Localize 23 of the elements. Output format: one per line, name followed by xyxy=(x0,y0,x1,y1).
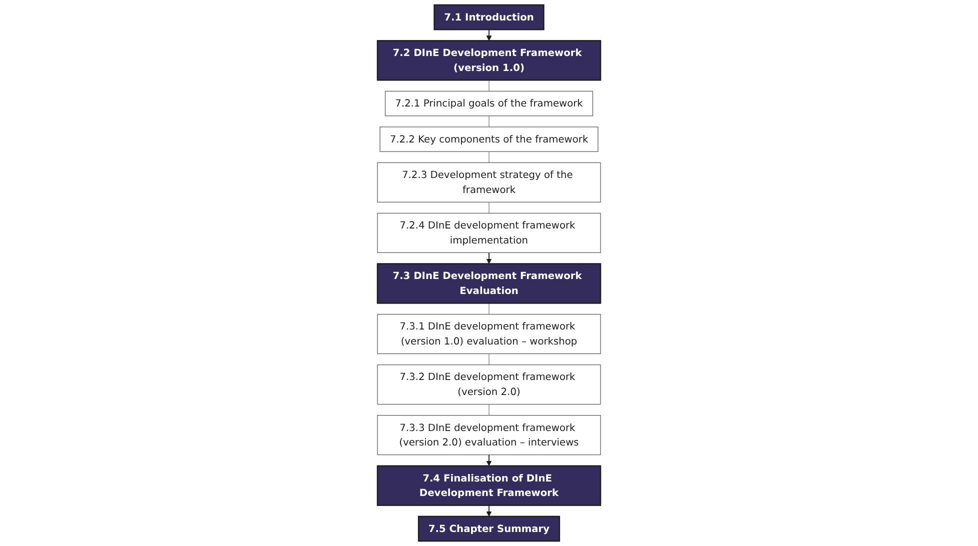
node-box: 7.3 DInE Development Framework Evaluation xyxy=(376,263,602,304)
arrow xyxy=(486,252,492,264)
node-box: 7.1 Introduction xyxy=(434,4,544,30)
node-box: 7.3.3 DInE development framework (version 2.0) evaluation – interviews xyxy=(377,415,601,456)
arrow xyxy=(486,454,492,466)
node-box: 7.3.2 DInE development framework (version 2.0) xyxy=(377,364,601,405)
node-box: 7.2.4 DInE development framework implementation xyxy=(377,212,601,253)
connector xyxy=(488,302,490,315)
connector xyxy=(488,80,490,92)
connector xyxy=(488,202,490,214)
arrow xyxy=(486,504,492,517)
connector xyxy=(488,116,490,128)
node-box: 7.2.3 Development strategy of the framework xyxy=(377,162,601,202)
connector xyxy=(488,404,490,416)
node-box: 7.2.1 Principal goals of the framework xyxy=(384,90,594,116)
node-box: 7.2 DInE Development Framework (version 1.0) xyxy=(376,40,602,81)
node-box: 7.3.1 DInE development framework (version 1.0) evaluation – workshop xyxy=(377,314,601,354)
connector xyxy=(488,151,490,163)
arrow xyxy=(486,29,492,41)
connector xyxy=(488,353,490,366)
node-box: 7.4 Finalisation of DInE Development Framework xyxy=(376,465,602,506)
node-box: 7.5 Chapter Summary xyxy=(418,516,560,542)
node-box: 7.2.2 Key components of the framework xyxy=(380,126,598,152)
